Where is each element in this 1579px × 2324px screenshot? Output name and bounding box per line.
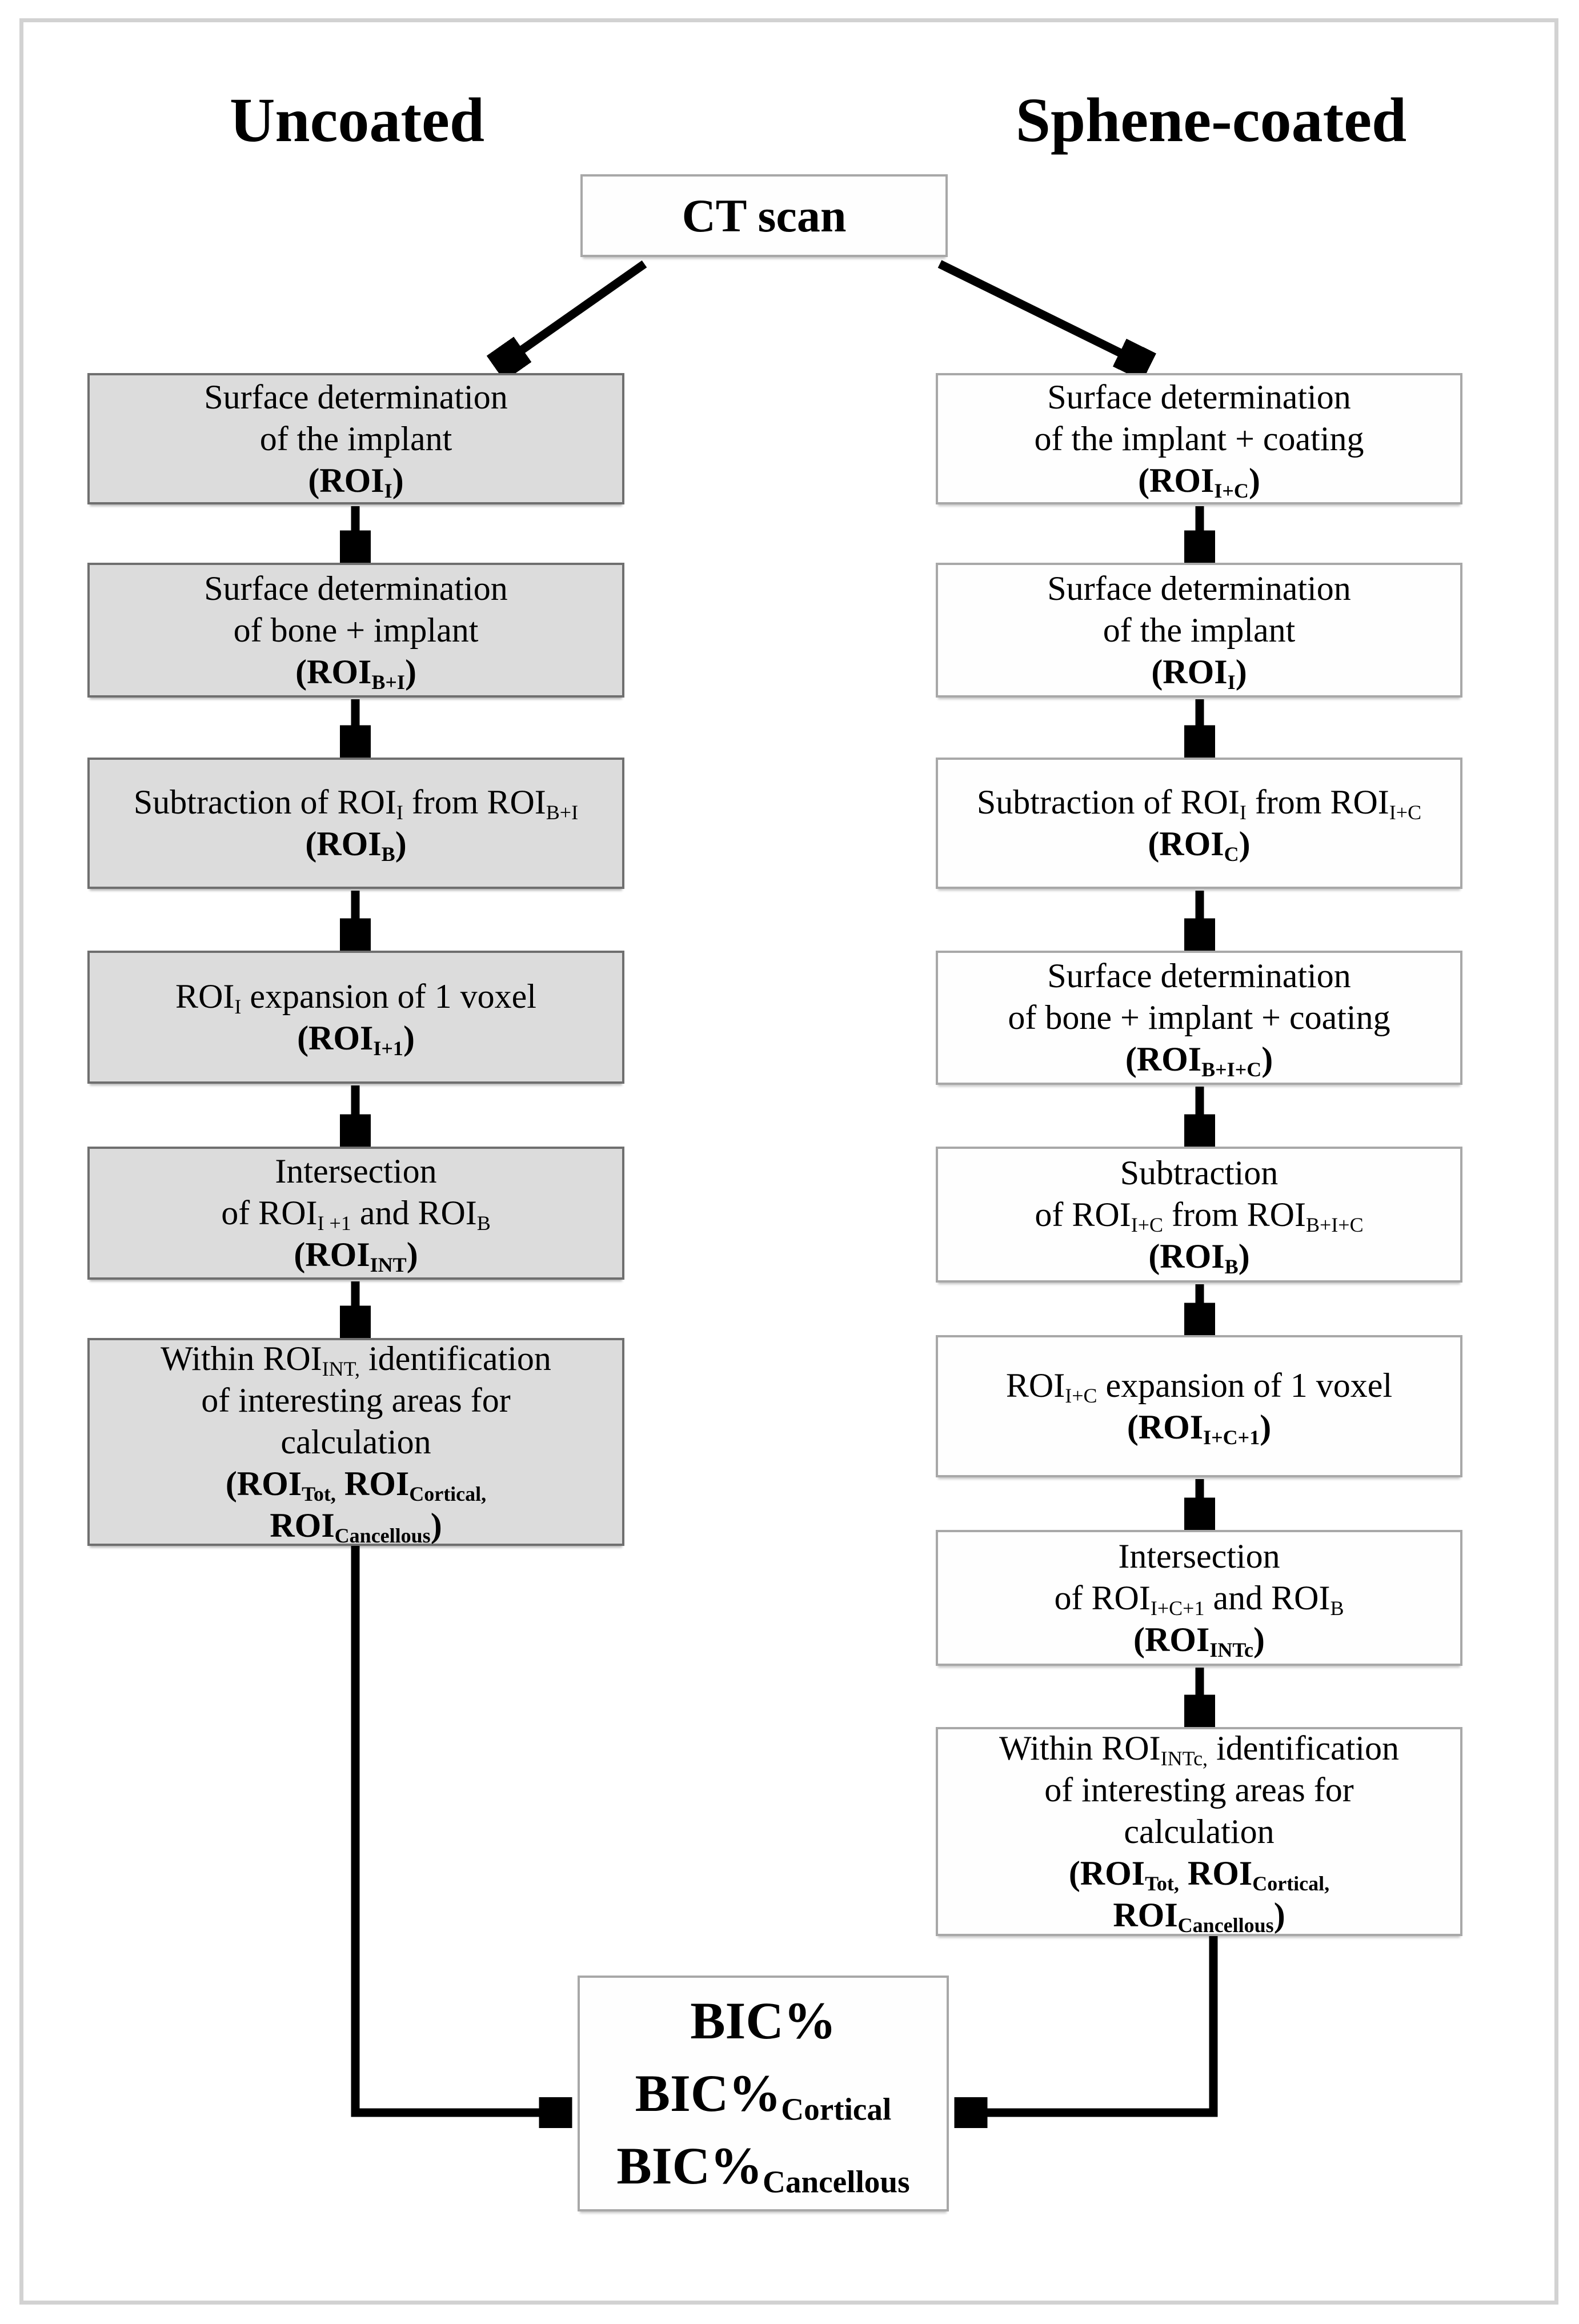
column-header-sphene-coated: Sphene-coated: [1015, 85, 1407, 155]
arrow-ct-to-uncoated: [503, 260, 647, 363]
box-coated-expansion: ROII+C expansion of 1 voxel(ROII+C+1): [936, 1335, 1462, 1477]
box-ct-scan: CT scan: [580, 174, 948, 257]
box-uncoated-expansion: ROII expansion of 1 voxel(ROII+1): [87, 951, 624, 1084]
arrow-uncoated-to-bic: [351, 1546, 563, 2113]
box-coated-subtraction-coating: Subtraction of ROII from ROII+C(ROIC): [936, 758, 1462, 889]
column-header-uncoated: Uncoated: [229, 85, 485, 155]
arrow-ct-to-coated: [937, 260, 1141, 363]
box-uncoated-subtraction: Subtraction of ROII from ROIB+I(ROIB): [87, 758, 624, 889]
arrow-coated-to-bic: [963, 1936, 1218, 2113]
figure-frame: [19, 18, 1558, 2305]
